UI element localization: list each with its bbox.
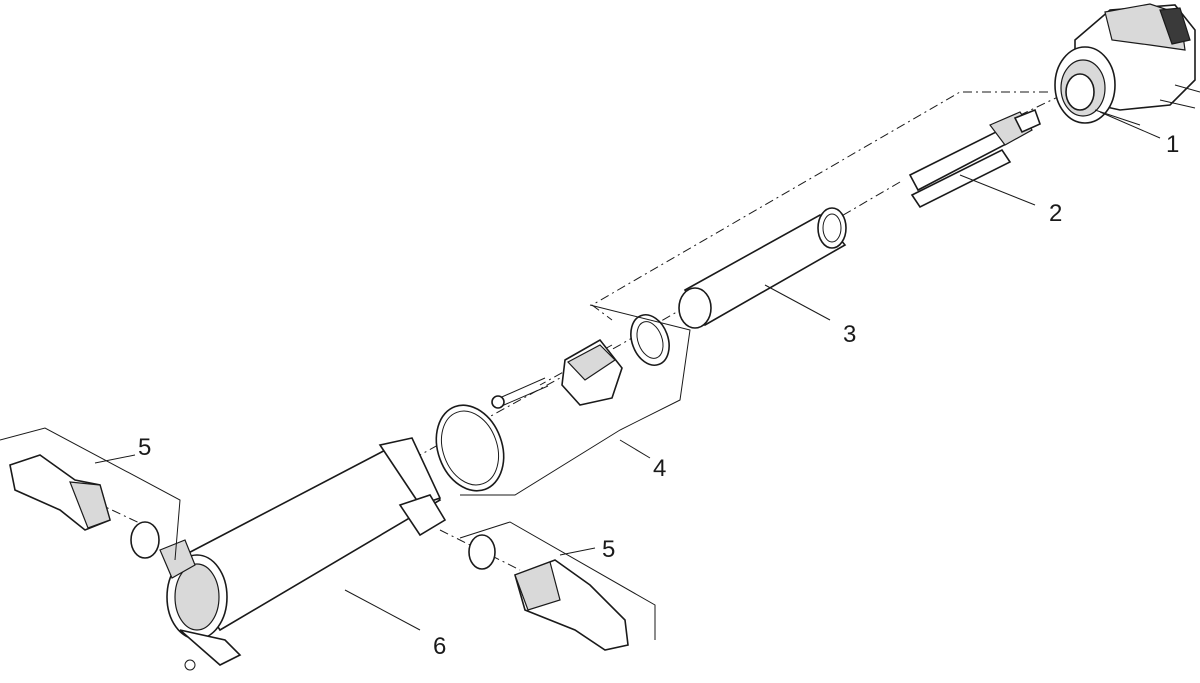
assembly-axis-lines: [94, 91, 1063, 571]
part-4-seal-set: [435, 314, 670, 492]
leader-line-1: [1099, 111, 1161, 139]
leader-line-4: [619, 439, 651, 459]
part-label-5b: 5: [602, 536, 615, 563]
part-label-3: 3: [843, 321, 856, 348]
leader-line-5b-bracket: [459, 521, 656, 640]
part-label-4: 4: [653, 455, 666, 482]
part-label-2: 2: [1049, 200, 1062, 227]
part-label-1: 1: [1166, 131, 1179, 158]
part-6-housing: [159, 437, 447, 671]
part-label-6: 6: [433, 633, 446, 660]
part-5a-hose-connector: [9, 454, 160, 559]
part-3-quartz-glass: [678, 207, 847, 329]
leader-line-2: [959, 174, 1036, 206]
leader-line-5a: [94, 454, 136, 464]
leader-line-5b: [559, 547, 596, 556]
part-2-uvc-lamp: [908, 108, 1042, 209]
leader-line-5a-bracket: [0, 427, 181, 561]
part-label-5a: 5: [138, 434, 151, 461]
leader-line-6: [344, 589, 421, 631]
leader-line-4-bracket: [460, 304, 691, 496]
leader-line-3: [764, 284, 831, 321]
part-5b-hose-connector: [468, 534, 629, 651]
part-1-ballast-cap: [1054, 3, 1200, 126]
